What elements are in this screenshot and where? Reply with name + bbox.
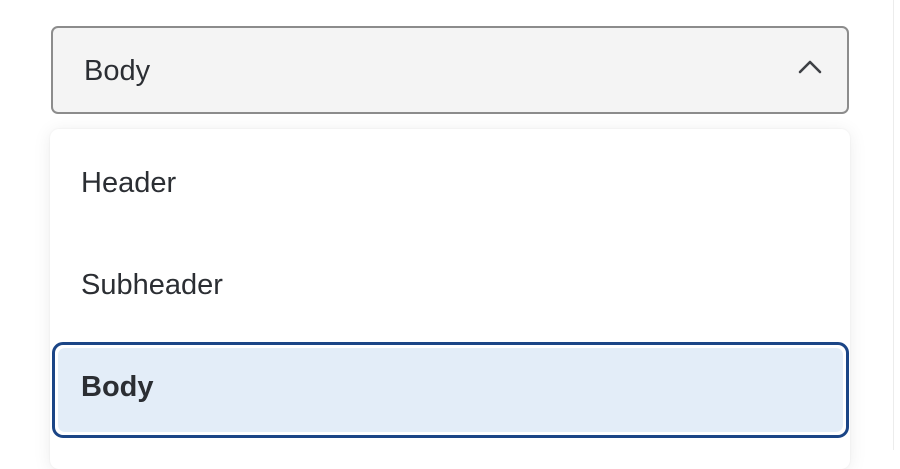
menu-item-header[interactable]: Header bbox=[52, 141, 848, 235]
menu-item-body-selected[interactable]: Body bbox=[52, 342, 849, 438]
chevron-up-icon bbox=[797, 58, 823, 76]
select-current-value: Body bbox=[84, 55, 151, 87]
menu-item-label: Body bbox=[81, 371, 154, 403]
menu-item-subheader[interactable]: Subheader bbox=[52, 243, 848, 337]
page-edge-divider bbox=[893, 0, 894, 450]
selected-highlight bbox=[58, 348, 843, 432]
dropdown-menu: Header Subheader Body bbox=[50, 129, 850, 469]
text-style-select[interactable]: Body bbox=[51, 26, 849, 114]
menu-item-label: Header bbox=[81, 167, 177, 199]
menu-item-label: Subheader bbox=[81, 269, 223, 301]
